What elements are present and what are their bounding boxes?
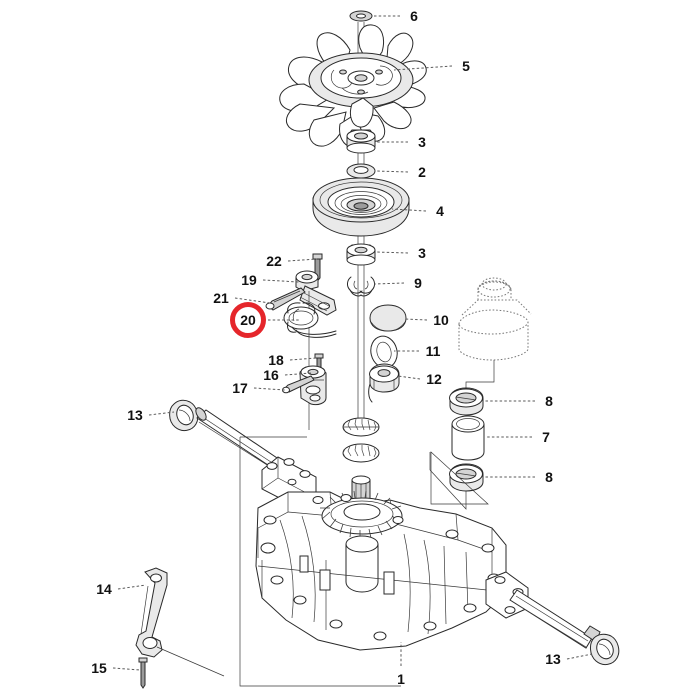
callout-label-1: 1 <box>397 671 405 687</box>
part-4-pulley <box>312 177 410 237</box>
callout-label-20: 20 <box>240 312 256 328</box>
callout-label-5: 5 <box>462 58 470 74</box>
part-13-right-axle-seal <box>590 633 620 666</box>
callout-label-8-upper: 8 <box>545 393 553 409</box>
part-12-fitting <box>368 363 400 403</box>
part-1-transmission-housing <box>255 456 529 651</box>
right-axle-shaft <box>509 589 601 649</box>
leader-lines <box>112 15 593 671</box>
callout-label-18: 18 <box>268 352 284 368</box>
callout-label-9: 9 <box>414 275 422 291</box>
part-9-e-clip <box>347 276 375 297</box>
part-13-left-axle-seal <box>169 399 199 432</box>
part-15-pin <box>138 657 148 689</box>
part-21-dampener-rod <box>265 287 306 311</box>
part-8-upper-bearing <box>449 387 484 416</box>
callout-label-13-left: 13 <box>127 407 143 423</box>
part-2-washer <box>346 163 376 179</box>
part-8-lower-bearing <box>449 463 484 492</box>
callout-label-15: 15 <box>91 660 107 676</box>
callout-label-13-right: 13 <box>545 651 561 667</box>
callout-label-19: 19 <box>241 272 257 288</box>
callout-label-4: 4 <box>436 203 444 219</box>
part-6-retaining-washer <box>349 10 373 22</box>
highlight-circle-part-20 <box>230 302 266 338</box>
part-10-cap-plug <box>369 304 407 332</box>
part-14-control-arm <box>135 567 225 677</box>
callout-label-12: 12 <box>426 371 442 387</box>
part-3-upper-nut <box>346 129 376 154</box>
callout-label-3-upper: 3 <box>418 134 426 150</box>
part-19-control-bracket <box>295 270 337 430</box>
callout-label-17: 17 <box>232 380 248 396</box>
housing-guide-lines <box>239 436 489 687</box>
callout-label-22: 22 <box>266 253 282 269</box>
part-5-cooling-fan <box>279 24 427 148</box>
callout-label-7: 7 <box>542 429 550 445</box>
callout-label-21: 21 <box>213 290 229 306</box>
part-20-return-spring <box>283 302 337 338</box>
callout-label-14: 14 <box>96 581 112 597</box>
callout-label-11: 11 <box>425 343 441 359</box>
callout-label-3-lower: 3 <box>418 245 426 261</box>
expansion-tank <box>458 277 532 396</box>
callout-label-2: 2 <box>418 164 426 180</box>
part-16-bypass-lever <box>299 365 327 406</box>
bearing-stack-guide <box>429 452 467 510</box>
callout-label-16: 16 <box>263 367 279 383</box>
callout-label-6: 6 <box>410 8 418 24</box>
callout-label-10: 10 <box>433 312 449 328</box>
callout-label-8-lower: 8 <box>545 469 553 485</box>
part-3-lower-nut <box>346 243 376 266</box>
part-7-spacer-bushing <box>451 415 485 461</box>
